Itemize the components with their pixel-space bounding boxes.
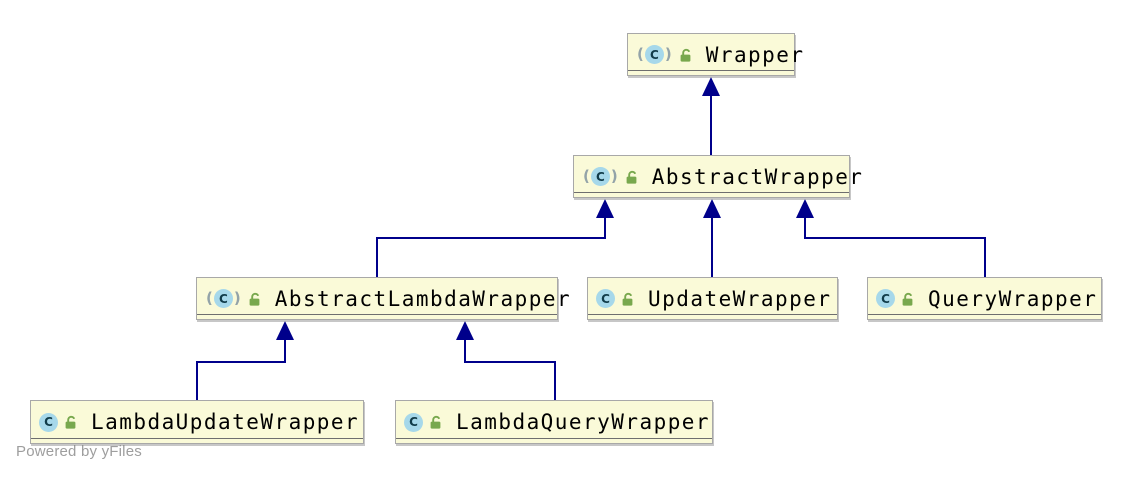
class-node-LambdaUpdateWrapper[interactable]: C LambdaUpdateWrapper [30, 400, 364, 444]
class-node-LambdaQueryWrapper[interactable]: C LambdaQueryWrapper [395, 400, 713, 444]
class-name-label: AbstractWrapper [651, 164, 864, 189]
inheritance-edge-AbstractLambdaWrapper-to-AbstractWrapper [376, 199, 614, 277]
class-name-label: Wrapper [705, 42, 805, 67]
class-node-AbstractLambdaWrapper[interactable]: (C) AbstractLambdaWrapper [196, 277, 570, 320]
open-padlock-icon [624, 169, 640, 185]
class-node-UpdateWrapper[interactable]: C UpdateWrapper [587, 277, 838, 320]
inheritance-arrowhead [796, 199, 814, 218]
class-node-QueryWrapper[interactable]: C QueryWrapper [867, 277, 1102, 320]
open-padlock-icon [900, 291, 916, 307]
abstract-class-icon: (C) [206, 289, 241, 308]
class-name-label: AbstractLambdaWrapper [274, 286, 572, 311]
class-name-label: LambdaQueryWrapper [456, 410, 711, 434]
inheritance-arrowhead [703, 199, 721, 218]
abstract-class-icon: (C) [583, 167, 618, 186]
class-node-Wrapper[interactable]: (C) Wrapper [627, 33, 803, 76]
class-node-AbstractWrapper[interactable]: (C) AbstractWrapper [573, 155, 862, 198]
abstract-class-icon: (C) [637, 45, 672, 64]
inheritance-arrowhead [702, 77, 720, 96]
open-padlock-icon [63, 414, 79, 430]
inheritance-arrowhead [276, 321, 294, 340]
inheritance-edge-AbstractWrapper-to-Wrapper [702, 77, 720, 155]
inheritance-edge-LambdaUpdateWrapper-to-AbstractLambdaWrapper [196, 321, 294, 400]
class-icon: C [596, 289, 615, 308]
inheritance-edge-QueryWrapper-to-AbstractWrapper [796, 199, 986, 277]
yfiles-watermark: Powered by yFiles [16, 443, 142, 460]
open-padlock-icon [620, 291, 636, 307]
class-name-label: UpdateWrapper [648, 286, 832, 311]
class-icon: C [39, 412, 58, 432]
class-name-label: LambdaUpdateWrapper [91, 410, 360, 434]
class-icon: C [404, 412, 423, 432]
class-icon: C [876, 289, 895, 308]
open-padlock-icon [247, 291, 263, 307]
inheritance-edge-UpdateWrapper-to-AbstractWrapper [703, 199, 721, 277]
inheritance-arrowhead [596, 199, 614, 218]
class-name-label: QueryWrapper [928, 286, 1098, 311]
inheritance-edge-LambdaQueryWrapper-to-AbstractLambdaWrapper [456, 321, 556, 400]
open-padlock-icon [428, 414, 444, 430]
inheritance-arrowhead [456, 321, 474, 340]
open-padlock-icon [678, 47, 694, 63]
